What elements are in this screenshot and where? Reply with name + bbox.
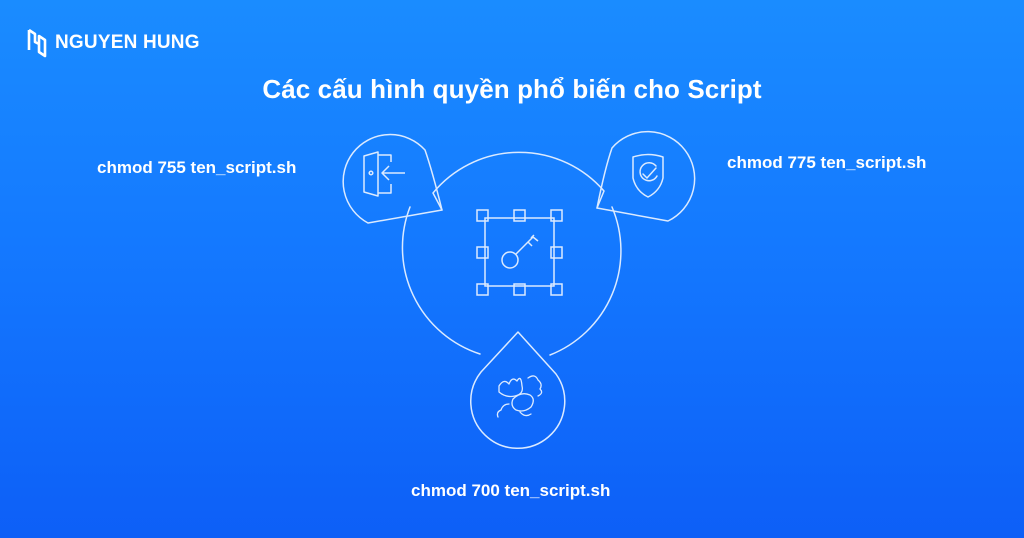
node-label-775: chmod 775 ten_script.sh (727, 153, 927, 172)
brand-logo: NGUYEN HUNG (27, 28, 200, 58)
page-title: Các cấu hình quyền phổ biến cho Script (262, 74, 762, 104)
door-enter-icon (363, 151, 405, 197)
brand-name: NGUYEN HUNG (55, 32, 200, 53)
teardrop-bottom (470, 331, 566, 450)
shield-check-icon (632, 153, 664, 198)
nh-monogram-icon (27, 28, 47, 58)
central-circle (401, 151, 622, 356)
node-label-755: chmod 755 ten_script.sh (97, 158, 297, 177)
node-label-700: chmod 700 ten_script.sh (411, 481, 611, 500)
teardrop-left (342, 133, 443, 224)
key-in-frame-icon (476, 209, 563, 296)
teardrop-right (596, 130, 696, 222)
handshake-icon (496, 375, 543, 418)
